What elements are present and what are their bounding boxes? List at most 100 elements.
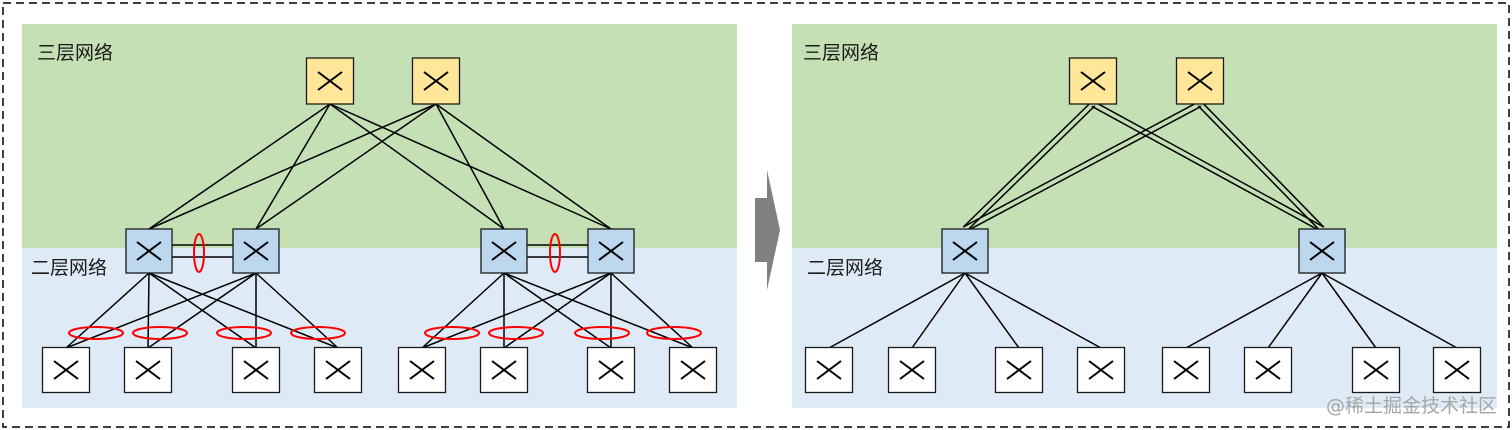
access-switch	[887, 346, 937, 394]
switch-body	[887, 346, 937, 394]
switch-icon	[1173, 360, 1199, 380]
core-switch	[1175, 57, 1225, 105]
link-strand	[966, 105, 1096, 232]
access-switch	[1432, 346, 1482, 394]
arrow-right-icon	[755, 170, 780, 290]
switch-icon	[816, 360, 842, 380]
switch-icon	[1080, 71, 1106, 91]
agg-access-link	[503, 272, 612, 349]
agg-access-link	[964, 272, 1102, 349]
agg-peer-link	[172, 244, 233, 258]
agg-peer-link	[527, 244, 588, 258]
switch-icon	[135, 360, 161, 380]
right-switches	[804, 57, 1482, 394]
switch-icon-stroke	[1088, 360, 1114, 380]
switch-icon	[491, 241, 517, 261]
l2-zone-label: 二层网络	[31, 257, 107, 279]
access-switch	[1351, 346, 1401, 394]
link-strand	[963, 101, 1200, 228]
switch-icon-stroke	[1173, 360, 1199, 380]
access-switch	[231, 346, 281, 394]
switch-icon	[409, 360, 435, 380]
link-strand	[1201, 101, 1325, 228]
access-switch	[479, 346, 529, 394]
switch-icon	[243, 241, 269, 261]
access-switch	[804, 346, 854, 394]
link-strand	[1091, 105, 1322, 232]
core-agg-link	[435, 103, 505, 230]
agg-access-link	[610, 272, 694, 349]
link-strand	[1093, 101, 1324, 228]
core-agg-link	[435, 103, 612, 230]
switch-icon	[1309, 241, 1335, 261]
switch-icon-stroke	[136, 241, 162, 261]
switch-icon	[317, 71, 343, 91]
uplink-loop-marker	[574, 326, 630, 340]
agg-access-link	[1321, 272, 1458, 349]
l3-zone	[22, 24, 737, 248]
switch-icon-stroke	[899, 360, 925, 380]
switch-icon-stroke	[1187, 71, 1213, 91]
right-links	[828, 101, 1458, 349]
switch-icon-stroke	[1255, 360, 1281, 380]
switch-icon-stroke	[491, 360, 517, 380]
agg-access-link	[65, 272, 257, 349]
agg-access-link	[65, 272, 150, 349]
core-agg-bundle	[962, 101, 1096, 232]
switch-icon-stroke	[816, 360, 842, 380]
core-agg-bundle	[1091, 101, 1324, 232]
switch-icon-stroke	[325, 360, 351, 380]
left-switches	[41, 57, 718, 394]
switch-body	[41, 346, 91, 394]
core-agg-link	[329, 103, 505, 230]
l3-zone-label: 三层网络	[803, 42, 879, 64]
agg-access-link	[148, 272, 339, 349]
uplink-loop-marker	[488, 326, 544, 340]
agg-access-link	[1267, 272, 1323, 349]
peer-loop-marker	[549, 233, 561, 273]
access-switch	[586, 346, 636, 394]
link-strand	[965, 105, 1202, 232]
core-agg-bundle	[963, 101, 1202, 232]
access-switch	[123, 346, 173, 394]
access-switch	[1076, 346, 1126, 394]
switch-icon	[1006, 360, 1032, 380]
switch-icon-stroke	[1363, 360, 1389, 380]
core-agg-bundle	[1197, 101, 1325, 232]
agg-access-link	[147, 272, 257, 349]
agg-access-link	[421, 272, 505, 349]
link-strand	[962, 101, 1092, 228]
uplink-loop-marker	[290, 326, 346, 340]
switch-icon	[680, 360, 706, 380]
core-agg-link	[148, 103, 437, 230]
switch-icon-stroke	[491, 241, 517, 261]
agg-access-link	[964, 272, 1020, 349]
switch-icon	[1444, 360, 1470, 380]
agg-access-link	[421, 272, 612, 349]
switch-icon-stroke	[1444, 360, 1470, 380]
right-panel: 三层网络 二层网络	[792, 24, 1497, 408]
switch-icon-stroke	[53, 360, 79, 380]
access-switch	[1161, 346, 1211, 394]
access-switch	[397, 346, 447, 394]
uplink-loop-marker	[216, 326, 272, 340]
switch-icon	[53, 360, 79, 380]
aggregation-switch	[480, 228, 528, 274]
switch-icon	[423, 71, 449, 91]
switch-icon	[136, 241, 162, 261]
uplink-loop-marker	[646, 326, 702, 340]
agg-access-link	[503, 272, 694, 349]
agg-access-link	[1185, 272, 1323, 349]
core-agg-link	[255, 103, 437, 230]
left-loop-markers	[68, 233, 702, 340]
switch-icon-stroke	[423, 71, 449, 91]
left-links	[65, 103, 694, 349]
left-panel: 三层网络 二层网络	[22, 24, 737, 408]
switch-icon	[243, 360, 269, 380]
switch-icon-stroke	[952, 241, 978, 261]
agg-access-link	[1321, 272, 1377, 349]
switch-icon-stroke	[1309, 241, 1335, 261]
l2-zone-label: 二层网络	[807, 257, 883, 279]
switch-icon	[491, 360, 517, 380]
